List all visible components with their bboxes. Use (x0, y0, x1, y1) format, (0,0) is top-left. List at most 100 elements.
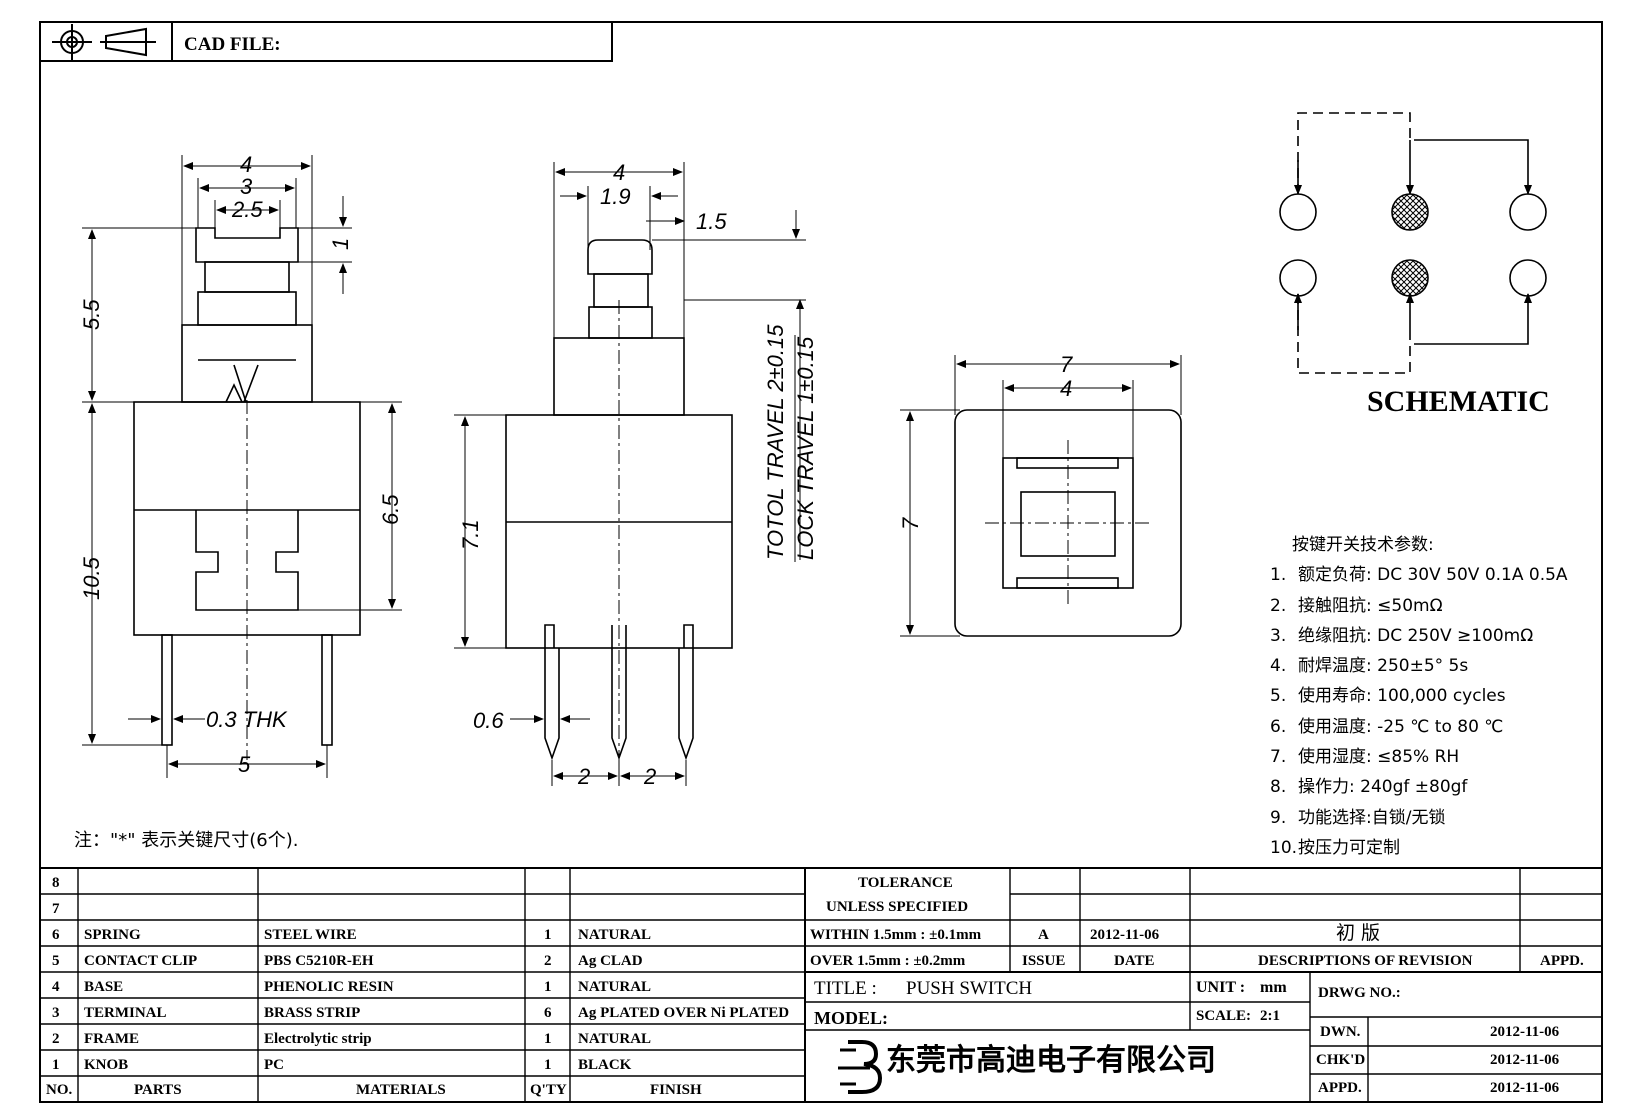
dim-label: 7 (898, 517, 923, 530)
spec-item: 1.额定负荷: DC 30V 50V 0.1A 0.5A (1270, 565, 1568, 586)
checked-date: 2012-11-06 (1490, 1052, 1560, 1068)
model-label: MODEL: (814, 1008, 888, 1028)
spec-item: 10.按压力可定制 (1270, 837, 1400, 858)
bom-material: PBS C5210R-EH (264, 953, 374, 969)
bom-no: 6 (52, 927, 60, 943)
dim-label: 5.5 (79, 299, 104, 330)
bom-no: 3 (52, 1005, 60, 1021)
spec-item: 8.操作力: 240gf ±80gf (1270, 777, 1468, 798)
dim-label: 4 (240, 152, 252, 177)
top-view-dim-labels: 7 4 7 (898, 352, 1073, 530)
projection-symbol-icon (52, 24, 156, 60)
unit-label: UNIT : (1196, 979, 1246, 996)
revision-description: 初 版 (1336, 922, 1381, 944)
tolerance-over: OVER 1.5mm : ±0.2mm (810, 953, 966, 969)
dim-label: 7 (1060, 352, 1073, 377)
bom-part: KNOB (84, 1057, 129, 1073)
revision-desc-label: DESCRIPTIONS OF REVISION (1258, 953, 1473, 969)
dim-label: 1 (328, 238, 353, 250)
scale-value: 2:1 (1260, 1008, 1280, 1024)
checked-label: CHK'D (1316, 1052, 1366, 1068)
terminal-circle (1509, 259, 1547, 297)
travel-lock-label: LOCK TRAVEL 1±0.15 (793, 336, 818, 560)
approved-label: APPD. (1318, 1080, 1362, 1096)
bom-header-no: NO. (46, 1082, 73, 1098)
dim-label: 2.5 (231, 197, 263, 222)
bom-material: Electrolytic strip (264, 1031, 372, 1047)
dim-label: 4 (1060, 376, 1072, 401)
side-view (505, 239, 733, 761)
drawn-by-label: DWN. (1320, 1024, 1361, 1040)
dim-label: 4 (613, 160, 625, 185)
terminal-circle (1279, 259, 1317, 297)
revision-date: 2012-11-06 (1090, 927, 1160, 943)
bom-finish: NATURAL (578, 927, 652, 943)
header-strip (40, 22, 613, 62)
bom-finish: NATURAL (578, 979, 652, 995)
revision-issue-label: ISSUE (1022, 953, 1066, 969)
bom-finish: Ag CLAD (578, 953, 643, 969)
bom-material: PHENOLIC RESIN (264, 979, 394, 995)
dim-label: 7.1 (458, 519, 483, 550)
spec-item: 5.使用寿命: 100,000 cycles (1270, 686, 1506, 707)
spec-item: 2.接触阻抗: ≤50mΩ (1270, 595, 1443, 616)
bom-header-qty: Q'TY (530, 1082, 567, 1098)
dim-label: 5 (238, 752, 251, 777)
company-name: 东莞市高迪电子有限公司 (886, 1043, 1216, 1078)
bom-qty: 6 (544, 1005, 552, 1021)
bom-finish: Ag PLATED OVER Ni PLATED (578, 1005, 790, 1021)
dim-label: 2 (643, 764, 656, 789)
dim-label: 10.5 (79, 556, 104, 600)
schematic-diagram (1279, 112, 1547, 374)
side-view-dim-labels: 4 1.9 1.5 7.1 0.6 2 2 TOTOL TRAVEL 2±0.1… (458, 160, 818, 789)
scale-label: SCALE: (1196, 1008, 1252, 1024)
top-view-dimensions (900, 355, 1182, 637)
bom-header-parts: PARTS (134, 1082, 182, 1098)
bom-part: BASE (84, 979, 124, 995)
bom-qty: 1 (544, 927, 552, 943)
spec-heading: 按键开关技术参数: (1292, 535, 1434, 555)
spec-item: 3.绝缘阻抗: DC 250V ≥100mΩ (1270, 625, 1534, 646)
bom-qty: 1 (544, 1057, 552, 1073)
drawn-date: 2012-11-06 (1490, 1024, 1560, 1040)
common-terminal-circle (1391, 193, 1429, 231)
top-view (954, 409, 1182, 637)
spec-list: 按键开关技术参数: 1.额定负荷: DC 30V 50V 0.1A 0.5A 2… (1270, 530, 1568, 863)
bom-no: 1 (52, 1057, 60, 1073)
bom-qty: 1 (544, 1031, 552, 1047)
spec-item: 6.使用温度: -25 ℃ to 80 ℃ (1270, 716, 1504, 737)
revision-appd-label: APPD. (1540, 953, 1584, 969)
bom-material: PC (264, 1057, 284, 1073)
bom-header-finish: FINISH (650, 1082, 702, 1098)
spec-item: 9.功能选择:自锁/无锁 (1270, 807, 1446, 828)
bom-material: STEEL WIRE (264, 927, 357, 943)
bom-finish: BLACK (578, 1057, 632, 1073)
company-logo-icon (838, 1040, 883, 1094)
bom-part: TERMINAL (84, 1005, 167, 1021)
front-view-dimensions (82, 155, 402, 778)
dim-label: 1.5 (696, 209, 727, 234)
dim-label: 1.9 (600, 184, 631, 209)
approved-date: 2012-11-06 (1490, 1080, 1560, 1096)
tolerance-subtitle: UNLESS SPECIFIED (826, 899, 969, 915)
revision-issue: A (1038, 927, 1049, 943)
spec-item: 7.使用湿度: ≤85% RH (1270, 747, 1460, 768)
unit-value: mm (1260, 979, 1287, 996)
drawing-number-label: DRWG NO.: (1318, 985, 1401, 1001)
bom-material: BRASS STRIP (264, 1005, 361, 1021)
bom-part: FRAME (84, 1031, 139, 1047)
revision-date-label: DATE (1114, 953, 1155, 969)
dim-label: 0.6 (473, 708, 504, 733)
dim-label: 3 (240, 174, 253, 199)
dim-label: 0.3 THK (206, 707, 288, 732)
bom-no: 2 (52, 1031, 60, 1047)
travel-total-label: TOTOL TRAVEL 2±0.15 (763, 324, 788, 560)
dim-label: 2 (577, 764, 590, 789)
bom-qty: 1 (544, 979, 552, 995)
front-view-dim-labels: 4 3 2.5 1 5.5 10.5 6.5 0.3 THK 5 (79, 152, 403, 777)
bom-no: 7 (52, 901, 60, 917)
sheet-border (39, 21, 1603, 1103)
tolerance-title: TOLERANCE (858, 875, 953, 891)
